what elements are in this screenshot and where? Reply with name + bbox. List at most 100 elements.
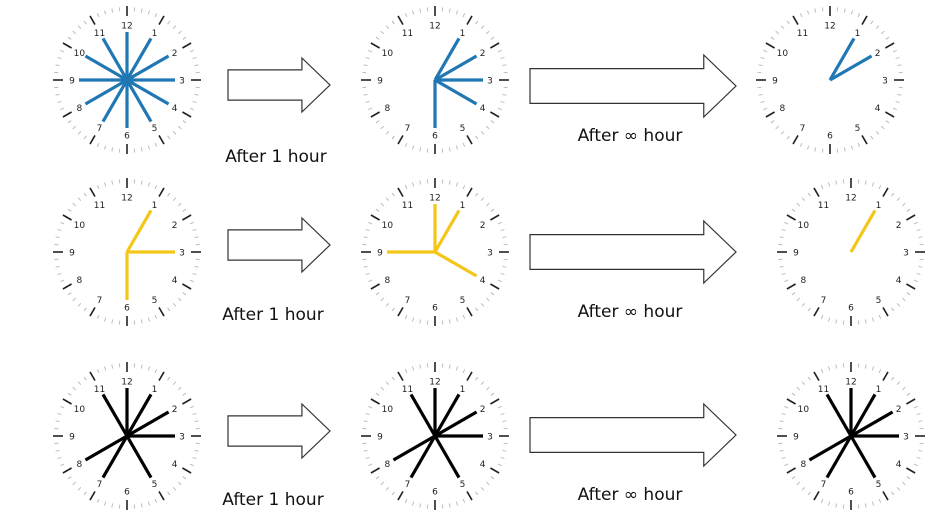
minute-tick	[154, 13, 158, 18]
clock-hand	[84, 78, 128, 106]
arrow-short-icon	[227, 402, 331, 460]
minute-tick	[404, 369, 408, 374]
minute-tick	[77, 130, 82, 135]
minute-tick	[763, 49, 768, 53]
hour-number: 8	[385, 104, 391, 114]
minute-tick	[365, 56, 370, 60]
hour-tick	[813, 187, 820, 197]
hour-number: 7	[800, 124, 806, 134]
hour-tick	[89, 371, 96, 381]
hour-number: 3	[903, 433, 909, 443]
minute-tick	[57, 100, 62, 104]
minute-tick	[375, 292, 380, 296]
minute-tick	[918, 420, 923, 423]
hour-number: 12	[121, 194, 132, 204]
minute-tick	[172, 25, 177, 30]
minute-tick	[177, 202, 182, 207]
minute-tick	[404, 314, 408, 319]
minute-tick	[189, 463, 194, 467]
minute-tick	[103, 182, 107, 187]
minute-tick	[60, 49, 65, 53]
hour-number: 10	[798, 405, 810, 415]
minute-tick	[485, 202, 490, 207]
clock-hand	[825, 393, 853, 437]
minute-tick	[455, 10, 459, 15]
minute-tick	[140, 147, 143, 152]
minute-tick	[147, 10, 151, 15]
minute-tick	[500, 56, 505, 60]
hour-tick	[466, 15, 473, 25]
hour-number: 9	[377, 249, 383, 259]
minute-tick	[760, 56, 765, 60]
minute-tick	[781, 412, 786, 416]
minute-tick	[827, 501, 831, 506]
minute-tick	[177, 297, 182, 302]
hour-number: 11	[797, 29, 808, 39]
hour-tick	[885, 42, 895, 49]
hour-number: 4	[896, 276, 902, 286]
minute-tick	[368, 49, 373, 53]
minute-tick	[83, 135, 87, 140]
minute-tick	[103, 145, 107, 150]
hour-number: 4	[172, 276, 178, 286]
minute-tick	[918, 449, 923, 452]
minute-tick	[67, 476, 72, 480]
hour-number: 1	[152, 29, 158, 39]
minute-tick	[111, 503, 114, 508]
hour-number: 7	[405, 296, 411, 306]
minute-tick	[500, 412, 505, 416]
minute-tick	[835, 503, 838, 508]
minute-tick	[497, 221, 502, 225]
minute-tick	[870, 135, 874, 140]
minute-tick	[55, 420, 60, 423]
minute-tick	[83, 491, 87, 496]
minute-tick	[77, 381, 82, 386]
minute-tick	[103, 10, 107, 15]
arrow-short-icon	[227, 56, 331, 114]
minute-tick	[490, 392, 495, 396]
minute-tick	[916, 228, 921, 232]
minute-tick	[485, 125, 490, 130]
minute-tick	[111, 8, 114, 13]
hour-number: 9	[793, 433, 799, 443]
minute-tick	[480, 381, 485, 386]
hour-tick	[397, 135, 404, 145]
minute-tick	[368, 221, 373, 225]
hour-number: 9	[69, 77, 75, 87]
hour-tick	[466, 307, 473, 317]
minute-tick	[485, 386, 490, 391]
hour-number: 4	[480, 276, 486, 286]
hour-number: 6	[124, 132, 130, 142]
minute-tick	[781, 272, 786, 276]
clock-hand	[101, 435, 129, 479]
hour-tick	[182, 398, 192, 405]
hour-number: 11	[402, 29, 413, 39]
hour-number: 10	[382, 49, 394, 59]
minute-tick	[500, 456, 505, 460]
clock-hand	[84, 434, 128, 462]
hour-number: 12	[845, 378, 856, 388]
minute-tick	[875, 130, 880, 135]
clock-hand	[126, 410, 170, 438]
minute-tick	[857, 13, 861, 18]
minute-tick	[72, 30, 77, 35]
minute-tick	[796, 297, 801, 302]
minute-tick	[55, 64, 60, 67]
minute-tick	[448, 319, 451, 324]
hour-number: 5	[855, 124, 861, 134]
minute-tick	[475, 491, 479, 496]
minute-tick	[485, 30, 490, 35]
hour-number: 2	[480, 221, 486, 231]
minute-tick	[806, 10, 810, 15]
hour-tick	[906, 214, 916, 221]
minute-tick	[411, 10, 415, 15]
hour-tick	[370, 283, 380, 290]
minute-tick	[57, 412, 62, 416]
minute-tick	[72, 481, 77, 486]
minute-tick	[172, 197, 177, 202]
minute-tick	[780, 130, 785, 135]
clock-hand	[125, 209, 153, 253]
hour-tick	[397, 307, 404, 317]
